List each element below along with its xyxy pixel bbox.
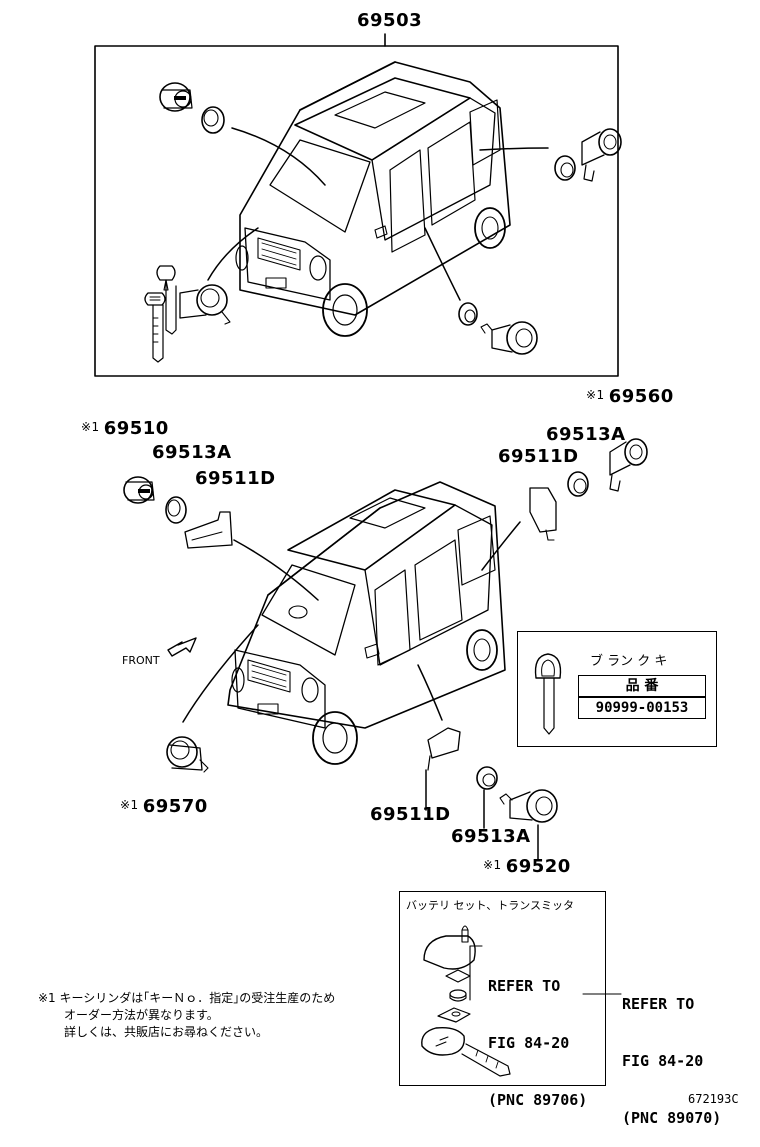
part-number: 69570 <box>142 796 208 817</box>
ignition-cylinder-icon <box>179 284 231 325</box>
lever-bracket-icon <box>427 727 461 771</box>
refer-line: FIG 84-20 <box>488 1034 570 1052</box>
transmitter-cover-icon <box>437 1007 471 1023</box>
back-door-cylinder-icon <box>581 128 622 182</box>
top-assembly-frame <box>94 45 619 377</box>
part-label-69513a-left: 69513A <box>152 442 232 463</box>
bezel-ring-icon <box>476 766 498 790</box>
footnote-mark: ※1 <box>483 858 502 872</box>
refer-line: (PNC 89706) <box>488 1091 588 1109</box>
bezel-ring-icon <box>458 302 478 326</box>
part-number: 69510 <box>103 418 169 439</box>
part-label-69513a-bottom: 69513A <box>451 826 531 847</box>
footnote: ※1 キーシリンダは｢キーＮｏ．指定｣の受注生産のため オーダー方法が異なります… <box>38 990 335 1041</box>
ignition-cylinder-icon <box>166 736 209 773</box>
footnote-line-2: オーダー方法が異なります。 <box>64 1008 219 1022</box>
blank-key-header: 品 番 <box>578 675 706 697</box>
top-assembly <box>94 33 622 377</box>
front-label: FRONT <box>122 654 160 667</box>
refer-outer-text: REFER TO FIG 84-20 (PNC 89070) <box>622 957 721 1147</box>
part-number: 69520 <box>505 856 571 877</box>
door-cylinder-icon <box>499 789 558 823</box>
lever-bracket-icon <box>529 487 557 541</box>
part-label-69511d-bottom: 69511D <box>370 804 451 825</box>
battery-leader-lines <box>469 945 622 1001</box>
lock-cylinder-icon <box>159 82 193 112</box>
top-assembly-label: 69503 <box>357 10 423 31</box>
part-label-69511d-left: 69511D <box>195 468 276 489</box>
lever-bracket-icon <box>184 511 233 549</box>
footnote-mark: ※1 <box>81 420 100 434</box>
refer-line: REFER TO <box>488 977 561 995</box>
remote-key-icon <box>421 1026 511 1077</box>
bezel-ring-icon <box>567 471 589 497</box>
footnote-mark: ※1 <box>586 388 605 402</box>
exploded-parts-diagram <box>94 33 648 1077</box>
battery-set-title: バッテリ セット、トランスミッタ <box>406 899 575 912</box>
footnote-mark: ※1 <box>120 798 139 812</box>
front-arrow-icon <box>167 637 197 657</box>
leader-lines-lower <box>182 521 539 861</box>
lock-cylinder-icon <box>123 476 155 504</box>
van-illustration-main <box>227 481 506 765</box>
key-icon <box>144 265 177 363</box>
refer-line: FIG 84-20 <box>622 1052 704 1070</box>
back-door-cylinder-icon <box>609 438 648 492</box>
blank-key-part-number: 90999-00153 <box>578 697 706 719</box>
footnote-line-3: 詳しくは、共販店にお尋ねください。 <box>64 1025 269 1039</box>
diagram-id: 672193C <box>688 1092 739 1106</box>
footnote-mark: ※1 <box>38 991 56 1005</box>
refer-line: REFER TO <box>622 995 695 1013</box>
bezel-ring-icon <box>165 496 187 524</box>
blank-key-icon <box>534 653 562 735</box>
leader-lines-top <box>207 127 549 301</box>
footnote-text: キーシリンダは｢キーＮｏ．指定｣の受注生産のため <box>59 991 336 1005</box>
refer-inner-text: REFER TO FIG 84-20 (PNC 89706) <box>488 939 587 1129</box>
blank-key-title: ブ ラン ク キ <box>590 654 668 669</box>
van-illustration-top <box>235 61 511 337</box>
bezel-ring-icon <box>554 155 576 181</box>
footnote-line-1: ※1 キーシリンダは｢キーＮｏ．指定｣の受注生産のため <box>38 990 335 1007</box>
part-label-69511d-right: 69511D <box>498 446 579 467</box>
part-label-69513a-right: 69513A <box>546 424 626 445</box>
door-cylinder-icon <box>480 321 538 355</box>
bezel-ring-icon <box>201 106 225 134</box>
battery-set-box <box>399 891 606 1086</box>
part-number: 69560 <box>608 386 674 407</box>
transmitter-case-icon <box>423 925 476 970</box>
blank-key-box <box>517 631 717 747</box>
